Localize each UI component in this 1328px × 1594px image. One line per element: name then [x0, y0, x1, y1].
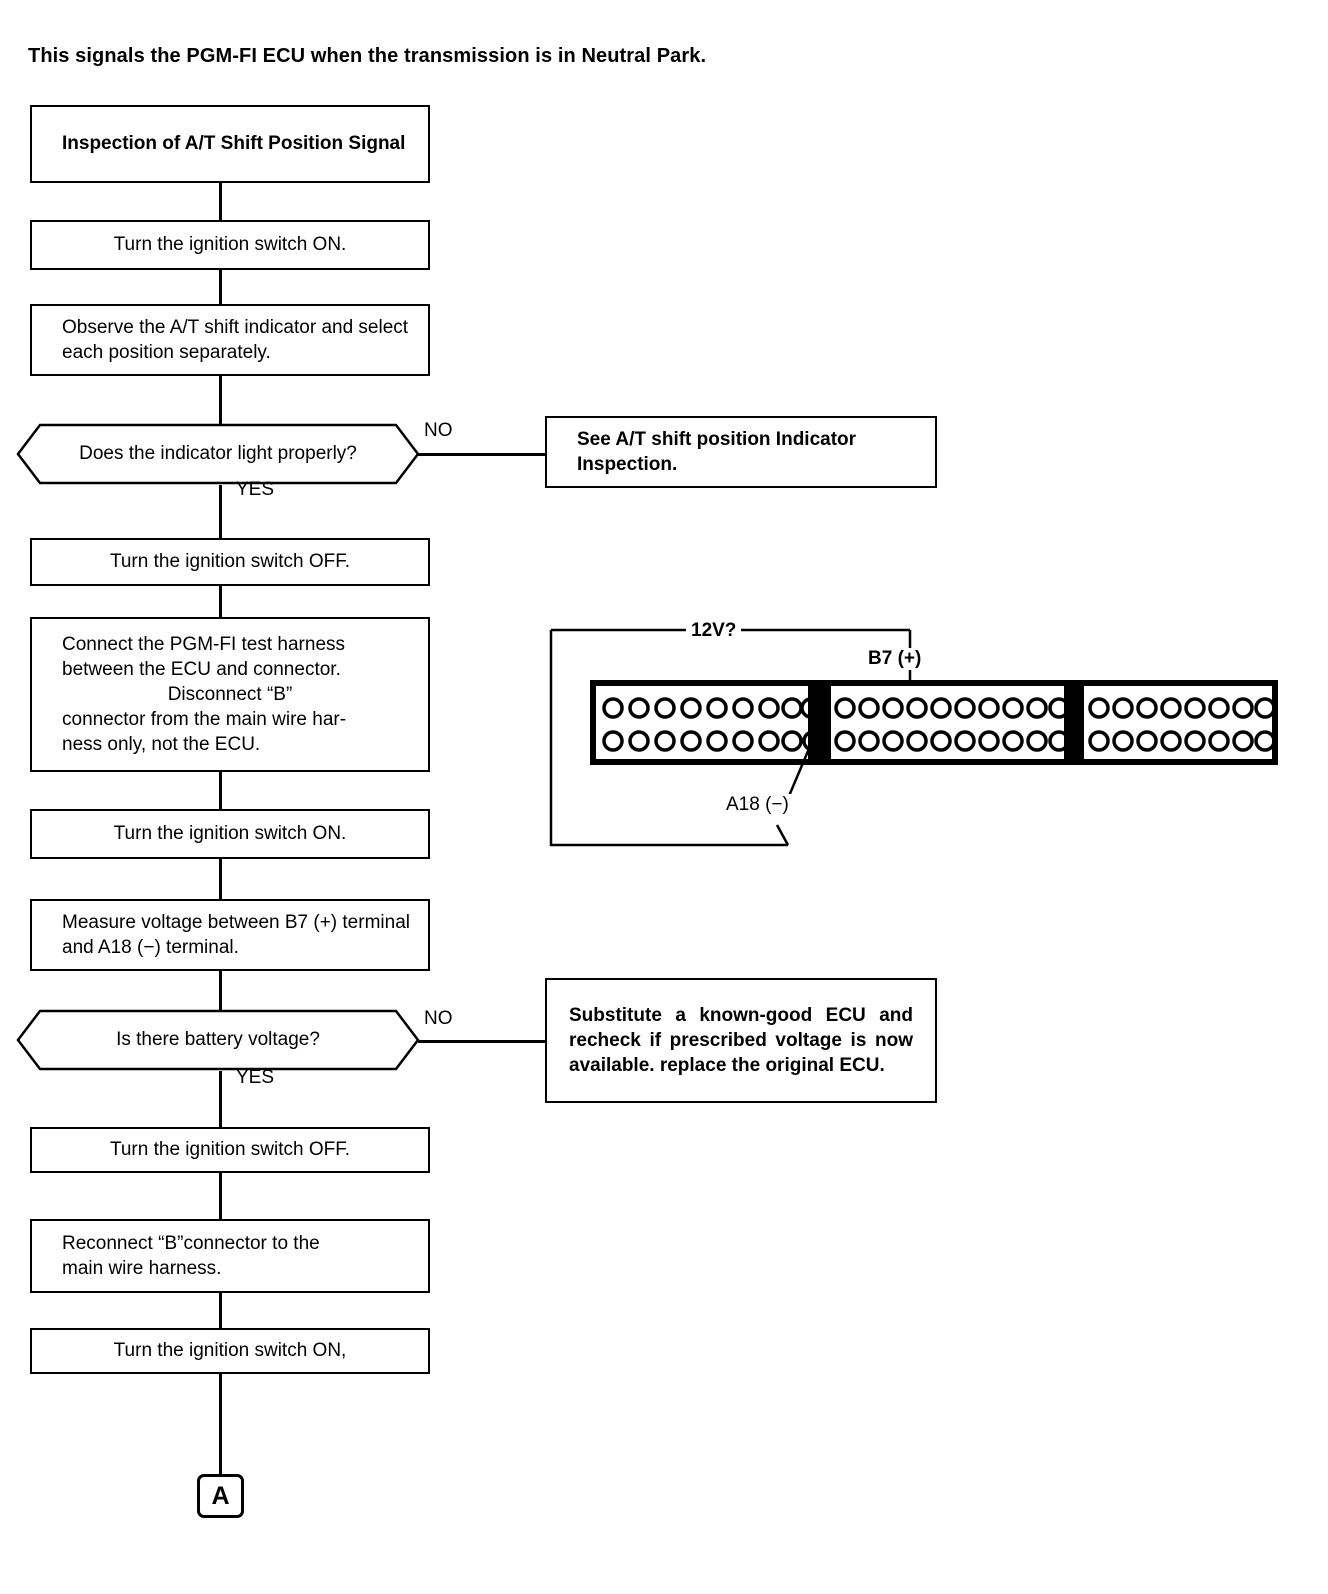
branch-label-no-1: NO: [424, 420, 453, 441]
box-ignition-off-1-label: Turn the ignition switch OFF.: [109, 551, 351, 573]
connector-line: [219, 859, 222, 899]
connector-line: [219, 183, 222, 220]
connector-line: [219, 485, 222, 538]
terminator-a: A: [197, 1474, 244, 1518]
box-ignition-on-2: Turn the ignition switch ON.: [30, 809, 430, 859]
connector-line: [219, 1173, 222, 1219]
box-reconnect-b-connector-line-2: main wire harness.: [62, 1258, 222, 1279]
box-connect-harness-line-4: connector from the main wire har-: [62, 709, 347, 731]
box-connect-harness-line-3: Disconnect “B”: [167, 683, 293, 705]
connector-voltage-label: 12V?: [686, 620, 742, 642]
connector-line: [219, 1071, 222, 1127]
box-ignition-on-3-label: Turn the ignition switch ON,: [113, 1340, 347, 1362]
box-connect-harness: Connect the PGM-FI test harness between …: [30, 617, 430, 772]
box-title-inspection-label: Inspection of A/T Shift Position Signal: [62, 133, 406, 155]
connector-line: [219, 376, 222, 425]
box-ignition-on-1: Turn the ignition switch ON.: [30, 220, 430, 270]
box-title-inspection: Inspection of A/T Shift Position Signal: [30, 105, 430, 183]
box-reconnect-b-connector: Reconnect “B”connector to the main wire …: [30, 1219, 430, 1293]
ecu-connector-illustration: 12V? B7 (+) A18 (−): [543, 618, 1303, 850]
box-ignition-off-1: Turn the ignition switch OFF.: [30, 538, 430, 586]
connector-positive-terminal-label: B7 (+): [863, 648, 927, 670]
box-substitute-ecu-label: Substitute a known-good ECU and recheck …: [569, 1004, 913, 1077]
branch-line-no-1: [418, 453, 546, 456]
decision-indicator-ok-question: Does the indicator light properly?: [79, 443, 357, 464]
box-ignition-on-2-label: Turn the ignition switch ON.: [113, 823, 347, 845]
decision-battery-voltage: Is there battery voltage?: [16, 1009, 420, 1071]
intro-text: This signals the PGM-FI ECU when the tra…: [28, 45, 707, 67]
box-observe-indicator-label: Observe the A/T shift indicator and sele…: [62, 316, 409, 363]
branch-label-yes-2: YES: [236, 1067, 275, 1088]
box-reconnect-b-connector-line-1: Reconnect “B”connector to the: [62, 1232, 320, 1254]
box-ignition-on-3: Turn the ignition switch ON,: [30, 1328, 430, 1374]
box-connect-harness-line-2: between the ECU and connector.: [62, 658, 341, 680]
box-see-indicator-inspection-label: See A/T shift position Indicator Inspect…: [577, 428, 857, 475]
box-see-indicator-inspection: See A/T shift position Indicator Inspect…: [545, 416, 937, 488]
decision-battery-voltage-question: Is there battery voltage?: [116, 1029, 320, 1050]
terminator-a-label: A: [211, 1481, 230, 1510]
box-measure-voltage-label: Measure voltage between B7 (+) terminal …: [62, 911, 410, 958]
box-connect-harness-line-5: ness only, not the ECU.: [62, 734, 261, 756]
branch-label-no-2: NO: [424, 1008, 453, 1029]
connector-line: [219, 1293, 222, 1328]
branch-line-no-2: [418, 1040, 546, 1043]
connector-line: [219, 586, 222, 617]
connector-line: [219, 971, 222, 1011]
branch-label-yes-1: YES: [236, 479, 275, 500]
box-ignition-off-2: Turn the ignition switch OFF.: [30, 1127, 430, 1173]
box-measure-voltage: Measure voltage between B7 (+) terminal …: [30, 899, 430, 971]
box-connect-harness-line-1: Connect the PGM-FI test harness: [62, 633, 346, 655]
connector-line: [219, 772, 222, 809]
box-observe-indicator: Observe the A/T shift indicator and sele…: [30, 304, 430, 376]
box-ignition-on-1-label: Turn the ignition switch ON.: [113, 234, 347, 256]
connector-line: [219, 1374, 222, 1474]
box-ignition-off-2-label: Turn the ignition switch OFF.: [109, 1139, 351, 1161]
decision-indicator-ok: Does the indicator light properly?: [16, 423, 420, 485]
connector-negative-terminal-label: A18 (−): [721, 794, 794, 816]
connector-line: [219, 270, 222, 304]
box-substitute-ecu: Substitute a known-good ECU and recheck …: [545, 978, 937, 1103]
